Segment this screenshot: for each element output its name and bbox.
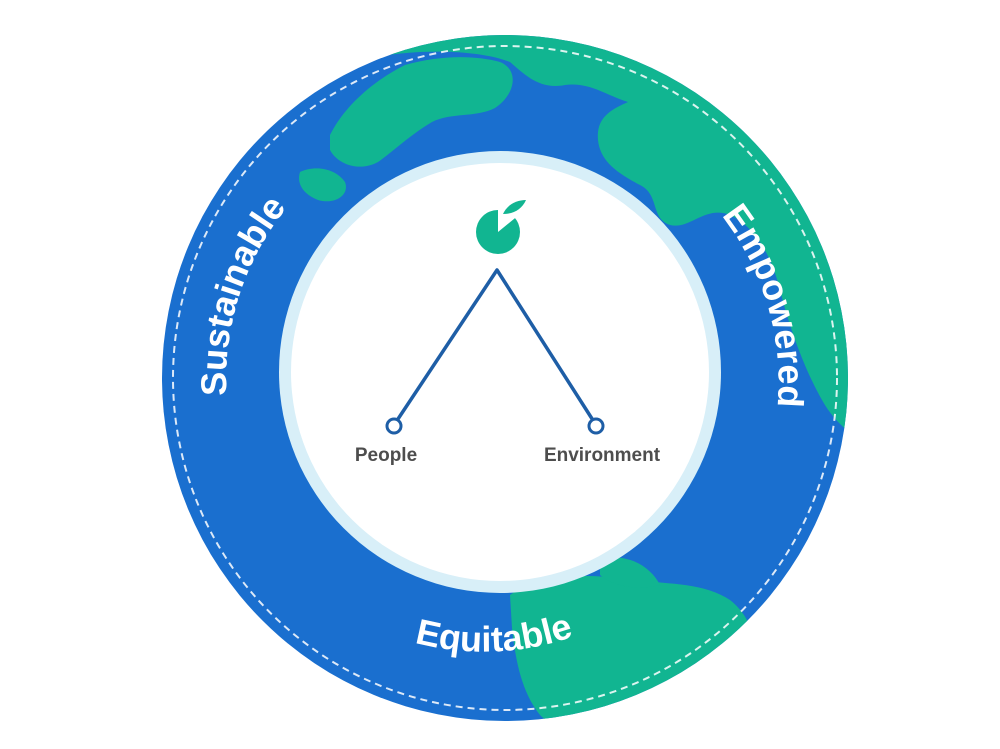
land-top-right bbox=[360, 35, 848, 440]
node-people-dot bbox=[385, 417, 403, 435]
globe-dashed-outline bbox=[172, 45, 838, 711]
inner-center bbox=[291, 163, 709, 581]
land-bottom-cape bbox=[600, 557, 660, 588]
land-bottom bbox=[510, 576, 754, 721]
node-environment-dot bbox=[587, 417, 605, 435]
node-label-people: People bbox=[355, 445, 417, 466]
land-upper-left-coast bbox=[299, 168, 346, 202]
connector-lines bbox=[385, 268, 605, 435]
node-label-environment: Environment bbox=[544, 445, 661, 466]
apple-leaf-logo-icon bbox=[476, 200, 526, 254]
land-top-left bbox=[330, 57, 513, 167]
